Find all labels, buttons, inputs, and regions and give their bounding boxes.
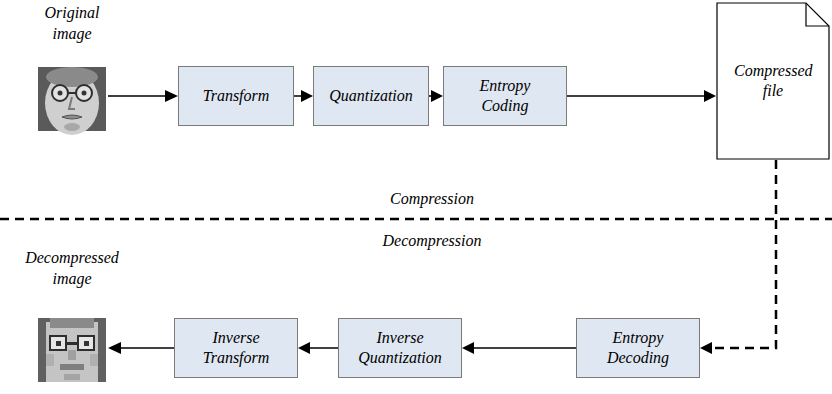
connector-line — [711, 160, 776, 348]
image-caption: Decompressed image — [16, 247, 128, 289]
box-label: Quantization — [323, 86, 419, 106]
arrow-connector — [298, 342, 338, 354]
image-caption: Original image — [37, 2, 107, 44]
box-label: Inverse Transform — [182, 328, 290, 368]
arrow-connector — [462, 342, 576, 354]
box-label: Entropy Decoding — [584, 328, 692, 368]
arrow-head — [301, 90, 313, 102]
arrow-head — [431, 90, 443, 102]
process-box: Entropy Coding — [443, 66, 567, 126]
section-label: Decompression — [362, 230, 502, 251]
document-body — [717, 3, 829, 159]
section-label: Compression — [367, 188, 497, 209]
arrow-connector — [429, 90, 443, 102]
box-label: Inverse Quantization — [346, 328, 454, 368]
document-outline — [716, 2, 830, 160]
arrow-connector — [567, 90, 716, 102]
arrow-head — [462, 342, 474, 354]
arrow-head — [165, 90, 178, 102]
arrow-head — [700, 342, 712, 354]
connector-line — [473, 347, 576, 349]
output-arrow — [120, 347, 178, 349]
decompressed-face-image — [38, 318, 106, 382]
document-shape: Compressed file — [716, 2, 830, 160]
box-label: Transform — [197, 86, 276, 106]
document-fold — [806, 3, 829, 26]
process-box: Transform — [178, 66, 294, 126]
arrow-head — [298, 342, 310, 354]
process-box: Inverse Transform — [174, 318, 298, 378]
dashed-connector — [700, 160, 776, 354]
connector-line — [309, 347, 338, 349]
arrow-connector — [294, 90, 313, 102]
original-face-image — [38, 67, 106, 135]
connector-line — [294, 95, 302, 97]
box-label: Entropy Coding — [451, 76, 559, 116]
box-label: Compressed file — [728, 61, 818, 101]
process-box: Inverse Quantization — [338, 318, 462, 378]
input-arrow — [108, 95, 166, 97]
arrow-head — [704, 90, 716, 102]
arrow-head — [108, 342, 121, 354]
connector-line — [567, 95, 705, 97]
separator-line — [0, 218, 832, 221]
process-box: Quantization — [313, 66, 429, 126]
process-box: Entropy Decoding — [576, 318, 700, 378]
